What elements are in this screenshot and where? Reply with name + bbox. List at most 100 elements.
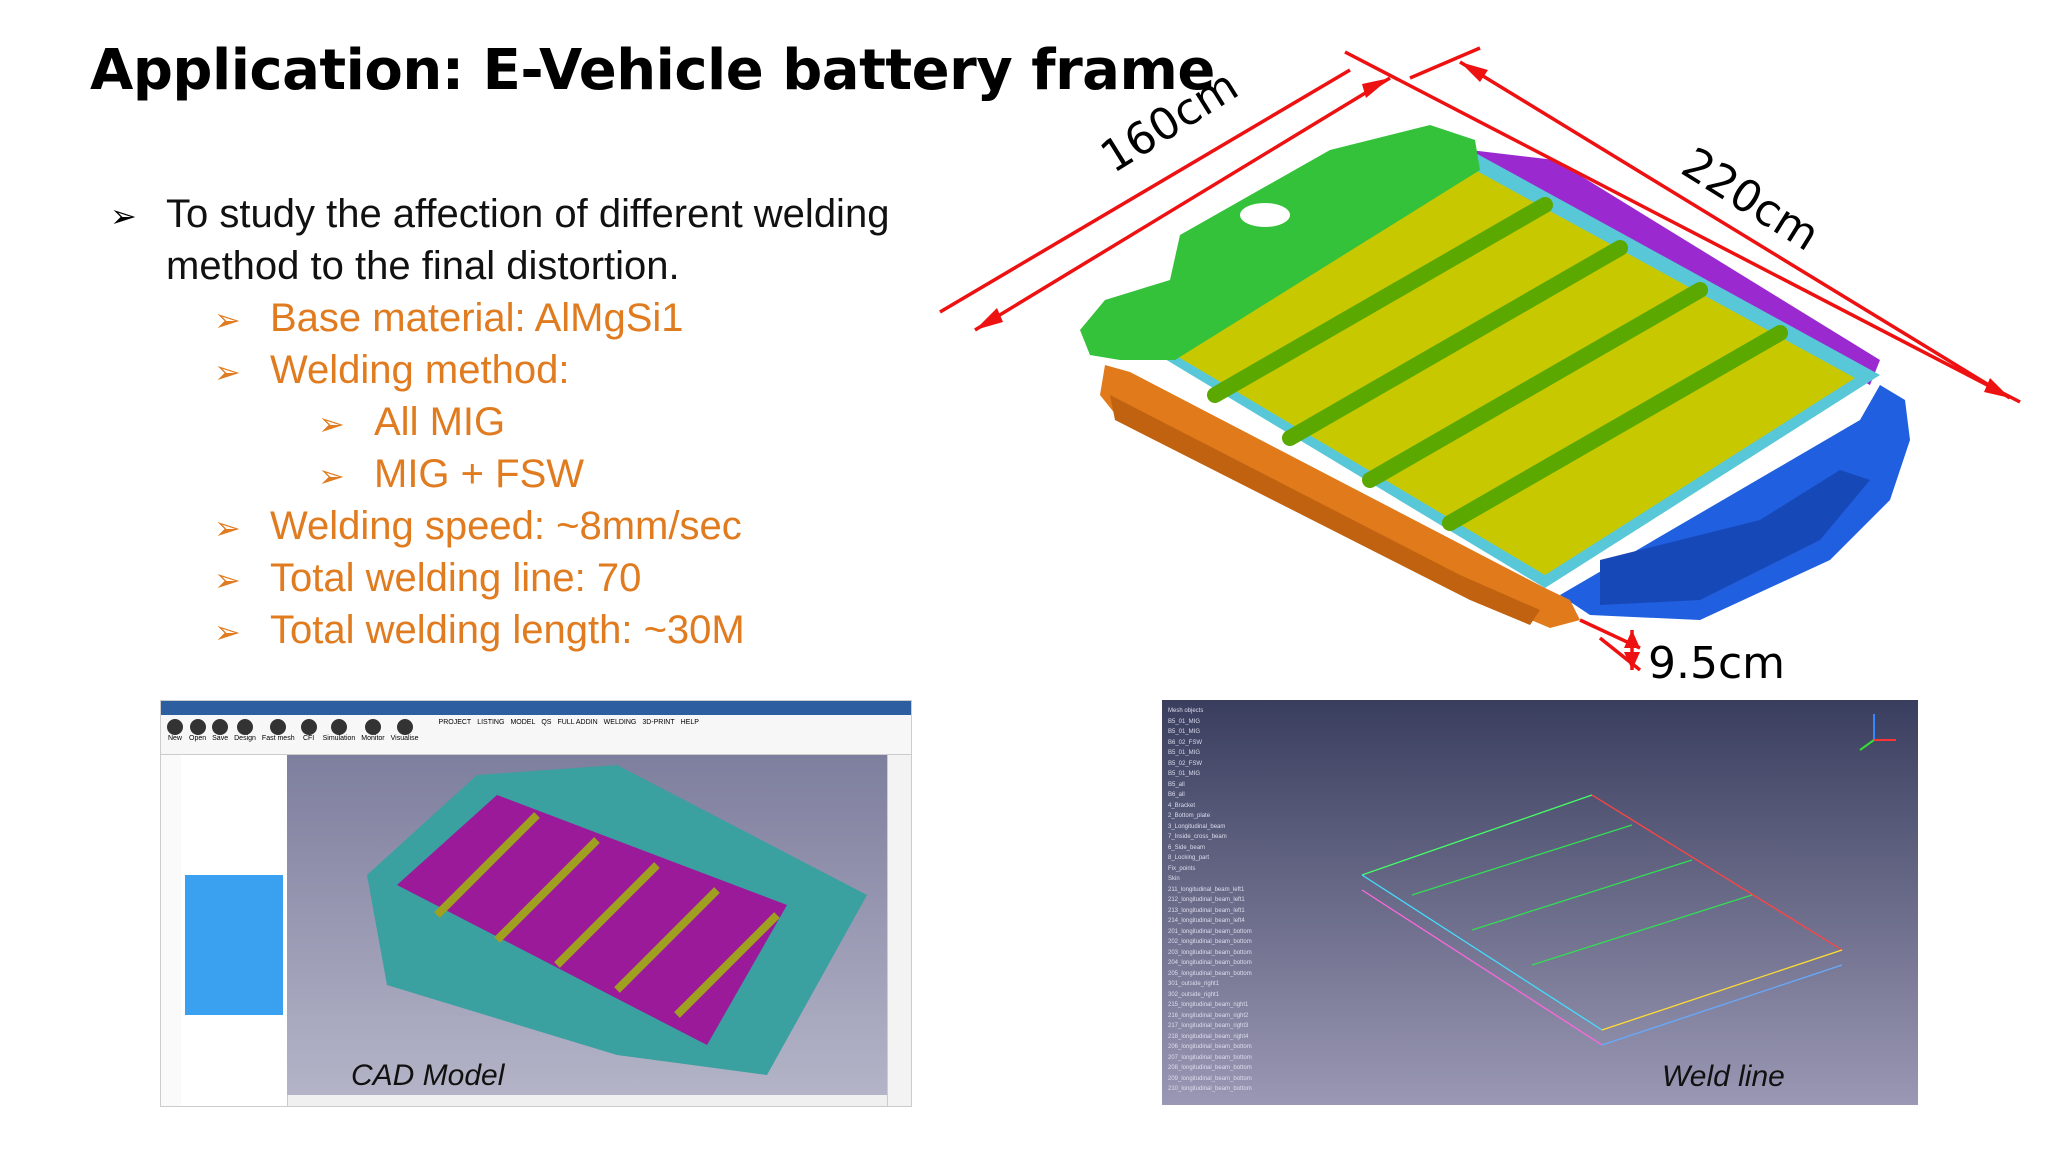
- dimension-arrowheads: [975, 62, 2010, 670]
- cad-tool-button[interactable]: Fast mesh: [262, 719, 295, 750]
- cad-ribbon-tab[interactable]: QS: [541, 719, 552, 726]
- weld-tree-item[interactable]: 209_longitudinal_beam_bottom: [1168, 1075, 1252, 1082]
- cad-ribbon-tab[interactable]: HELP: [680, 719, 699, 726]
- weld-line-screenshot: Mesh objects B5_01_MIG B5_01_MIG B6_02_F…: [1162, 700, 1918, 1105]
- weld-tree-item[interactable]: 213_longitudinal_beam_left1: [1168, 907, 1245, 914]
- arrow-bullet-icon: ➢: [110, 198, 137, 234]
- weld-tree-item[interactable]: 207_longitudinal_beam_bottom: [1168, 1054, 1252, 1061]
- weld-tree-item[interactable]: 201_longitudinal_beam_bottom: [1168, 928, 1252, 935]
- cad-ribbon-tabs: PROJECT LISTING MODEL QS FULL ADDIN WELD…: [439, 719, 699, 750]
- bullet-item: ➢All MIG: [110, 396, 980, 448]
- weld-tree-item[interactable]: B5_01_MIG: [1168, 771, 1201, 777]
- weld-tree-item[interactable]: B5_01_MIG: [1168, 729, 1201, 735]
- bullet-item: ➢To study the affection of different wel…: [110, 192, 890, 288]
- weld-lines: [1361, 794, 1843, 1046]
- weld-tree-item[interactable]: 218_longitudinal_beam_right4: [1168, 1033, 1249, 1040]
- cad-object-tree: [181, 755, 288, 1106]
- cad-title-bar: [161, 701, 911, 715]
- orange-front-shadow: [1110, 395, 1540, 625]
- slide-title: Application: E-Vehicle battery frame: [90, 38, 1215, 103]
- bullet-item: ➢Total welding length: ~30M: [110, 604, 980, 656]
- weld-tree-item[interactable]: 3_Longitudinal_beam: [1168, 823, 1226, 830]
- bullet-item: ➢Base material: AlMgSi1: [110, 292, 980, 344]
- arrow-bullet-icon: ➢: [214, 354, 241, 390]
- weld-tree-item[interactable]: 301_outside_right1: [1168, 981, 1220, 987]
- green-end-section: [1080, 125, 1480, 360]
- cad-model-render: [367, 765, 867, 1075]
- cad-ribbon-tab[interactable]: WELDING: [603, 719, 637, 726]
- weld-tree-item[interactable]: 6_Side_beam: [1168, 844, 1206, 851]
- weld-tree-item[interactable]: 202_longitudinal_beam_bottom: [1168, 939, 1252, 945]
- bullet-item: ➢Welding speed: ~8mm/sec: [110, 500, 980, 552]
- weld-tree-item[interactable]: 7_Inside_cross_beam: [1168, 834, 1227, 840]
- cad-ribbon-tab[interactable]: PROJECT: [438, 719, 472, 726]
- weld-tree-item[interactable]: B5_02_FSW: [1168, 760, 1203, 767]
- cad-tool-button[interactable]: Visualise: [391, 719, 419, 750]
- cad-tool-button[interactable]: Save: [212, 719, 229, 750]
- weld-viewport[interactable]: [1162, 700, 1918, 1105]
- weld-tree-item[interactable]: 212_longitudinal_beam_left1: [1168, 897, 1245, 903]
- arrow-bullet-icon: ➢: [318, 406, 345, 442]
- yellow-floor: [1175, 170, 1855, 575]
- weld-tree-item[interactable]: 2_Bottom_plate: [1168, 813, 1211, 819]
- blue-end-shadow: [1600, 470, 1870, 605]
- weld-tree-item[interactable]: Skin: [1168, 876, 1180, 882]
- cad-tool-button[interactable]: Simulation: [323, 719, 355, 750]
- bullet-item: ➢MIG + FSW: [110, 448, 980, 500]
- weld-tree-item[interactable]: 217_longitudinal_beam_right3: [1168, 1023, 1249, 1029]
- weld-tree-item[interactable]: Fix_points: [1168, 865, 1196, 872]
- weld-tree-item[interactable]: 205_longitudinal_beam_bottom: [1168, 970, 1252, 977]
- green-cutout: [1240, 203, 1290, 227]
- weld-object-tree: Mesh objects B5_01_MIG B5_01_MIG B6_02_F…: [1168, 706, 1288, 1101]
- cad-left-toolbar: [161, 755, 182, 1106]
- dimension-lines: [939, 46, 2021, 672]
- cad-ribbon-tab[interactable]: 3D-PRINT: [642, 719, 675, 726]
- cad-tool-button[interactable]: New: [167, 719, 183, 750]
- weld-tree-item[interactable]: 210_longitudinal_beam_bottom: [1168, 1086, 1252, 1092]
- bullet-list: ➢To study the affection of different wel…: [110, 188, 980, 656]
- orange-front-side: [1100, 365, 1580, 628]
- arrow-bullet-icon: ➢: [214, 562, 241, 598]
- weld-tree-item[interactable]: 204_longitudinal_beam_bottom: [1168, 960, 1252, 966]
- axis-triad-icon: [1859, 714, 1896, 751]
- weld-tree-item[interactable]: 214_longitudinal_beam_left4: [1168, 918, 1245, 924]
- cad-tool-button[interactable]: CFI: [300, 719, 317, 750]
- weld-tree-header: Mesh objects: [1168, 708, 1204, 714]
- weld-line-render: [1361, 714, 1896, 1046]
- arrow-bullet-icon: ➢: [214, 614, 241, 650]
- cad-tool-button[interactable]: Monitor: [361, 719, 385, 750]
- weld-tree-item[interactable]: 211_longitudinal_beam_left1: [1168, 886, 1245, 893]
- cad-ribbon-tab[interactable]: LISTING: [477, 719, 505, 726]
- battery-frame-illustration: [939, 46, 2021, 672]
- cad-tool-button[interactable]: Design: [234, 719, 256, 750]
- weld-tree-item[interactable]: 208_longitudinal_beam_bottom: [1168, 1065, 1252, 1071]
- cad-right-toolbar: [887, 755, 911, 1106]
- weld-tree-item[interactable]: 215_longitudinal_beam_right1: [1168, 1002, 1249, 1008]
- arrow-bullet-icon: ➢: [214, 510, 241, 546]
- weld-tree-item[interactable]: B6_02_FSW: [1168, 739, 1203, 746]
- weld-tree-item[interactable]: 8_Locking_part: [1168, 855, 1210, 861]
- weld-tree-item[interactable]: B5_all: [1168, 781, 1185, 788]
- cad-selected-list[interactable]: [185, 875, 283, 1015]
- weld-tree-item[interactable]: 302_outside_right1: [1168, 991, 1220, 998]
- weld-tree-item[interactable]: 206_longitudinal_beam_bottom: [1168, 1044, 1252, 1050]
- cad-viewport[interactable]: [287, 755, 887, 1095]
- cad-beams: [434, 812, 780, 1018]
- weld-tree-item[interactable]: B6_all: [1168, 792, 1185, 798]
- arrow-bullet-icon: ➢: [318, 458, 345, 494]
- weld-tree-item[interactable]: B5_01_MIG: [1168, 750, 1201, 756]
- dim-label-height: 9.5cm: [1648, 638, 1786, 689]
- cad-tool-button[interactable]: Open: [189, 719, 206, 750]
- weld-caption: Weld line: [1662, 1060, 1785, 1093]
- cad-ribbon-tab[interactable]: MODEL: [510, 719, 536, 726]
- cad-ribbon-tab[interactable]: FULL ADDIN: [557, 719, 598, 726]
- weld-tree-item[interactable]: 216_longitudinal_beam_right2: [1168, 1012, 1249, 1019]
- bullet-item: ➢Welding method:: [110, 344, 980, 396]
- weld-tree-item[interactable]: 203_longitudinal_beam_bottom: [1168, 949, 1252, 956]
- cad-caption: CAD Model: [351, 1059, 505, 1092]
- weld-tree-item[interactable]: B5_01_MIG: [1168, 718, 1201, 725]
- weld-tree-item[interactable]: 4_Bracket: [1168, 802, 1196, 809]
- cad-toolbar: New Open Save Design Fast mesh CFI Simul…: [161, 715, 911, 755]
- bullet-item: ➢Total welding line: 70: [110, 552, 980, 604]
- arrow-bullet-icon: ➢: [214, 302, 241, 338]
